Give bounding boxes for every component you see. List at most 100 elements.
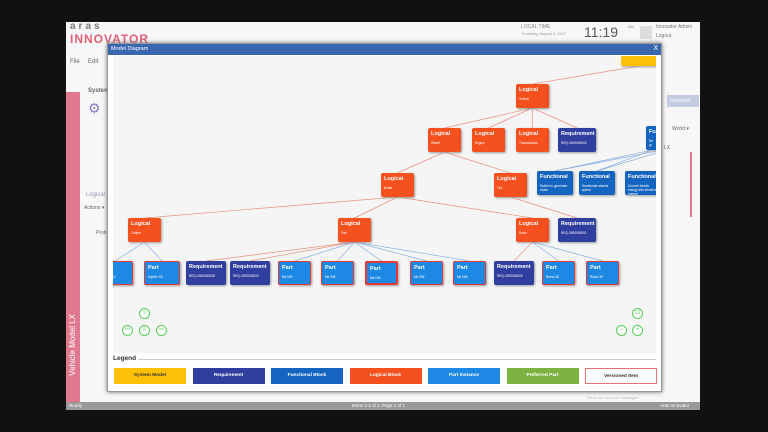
node-subtitle: Vehicle (519, 97, 530, 101)
node-title: Fu (649, 129, 656, 135)
node-subtitle: Mk 035 (325, 275, 336, 279)
zoom-out-icon[interactable]: − (616, 325, 627, 336)
legend-item: Preferred Part (506, 368, 579, 384)
logo-innovator: INNOVATOR (70, 32, 150, 46)
comment-button[interactable]: comment (667, 95, 699, 107)
dialog-title: Model Diagram (111, 46, 149, 52)
node-subtitle: Mk 045 (370, 276, 381, 280)
node-title: Part (457, 265, 468, 271)
pan-down-icon[interactable]: ⇩ (139, 325, 150, 336)
zoom-in-icon[interactable]: + (632, 325, 643, 336)
legend-title: Legend (113, 355, 137, 362)
node-title: Part (282, 265, 293, 271)
menu-file[interactable]: File (70, 59, 80, 65)
node-subtitle: Mk 025 (282, 275, 293, 279)
edge (444, 151, 511, 174)
messages-text: There are no more messages (586, 395, 639, 400)
node-title: Requirement (561, 221, 595, 227)
node-subtitle: Alphex X3 (113, 275, 116, 279)
user-name: Innovator Admin (656, 24, 693, 30)
node-subtitle: Rotor (519, 231, 527, 235)
node-title: Part (546, 265, 557, 271)
node-subtitle: Wheel (431, 141, 441, 145)
pan-left-icon[interactable]: ⇦ (122, 325, 133, 336)
node-title: Functional (582, 174, 610, 180)
edge (596, 149, 653, 172)
part-node[interactable]: Part Mk 035 (321, 261, 354, 285)
edge (354, 241, 382, 262)
edge (397, 151, 445, 174)
node-title: Logical (519, 131, 539, 137)
edge (444, 107, 533, 129)
edge (510, 196, 578, 219)
node-title: Requirement (189, 264, 223, 270)
close-button[interactable]: X (653, 45, 658, 52)
system-node[interactable] (621, 56, 656, 66)
pan-right-icon[interactable]: ⇨ (156, 325, 167, 336)
edge (554, 150, 656, 172)
column-header: Prob (96, 230, 107, 236)
node-subtitle: Pad (341, 231, 347, 235)
sidebar-title: Vehicle Model LX (68, 314, 77, 376)
node-subtitle: Rotus 25 (546, 275, 559, 279)
edge (114, 241, 145, 262)
part-node[interactable]: Part Mk 025 (278, 261, 311, 285)
node-subtitle: REQ-0000000010 (233, 274, 259, 278)
status-ready: Ready (69, 403, 83, 408)
node-title: Logical (341, 221, 361, 227)
node-subtitle: Convert kinetic energy into electrical e… (628, 184, 656, 195)
edge (354, 196, 398, 219)
dialog-titlebar[interactable]: Model Diagram X (108, 44, 661, 55)
world-menu[interactable]: World ▾ (672, 126, 689, 132)
legend-item: Part Instance (428, 368, 500, 384)
node-subtitle: REQ-0000000001 (561, 231, 587, 235)
node-title: Part (325, 265, 336, 271)
legend-item: Functional Block (271, 368, 343, 384)
menu-edit[interactable]: Edit (88, 59, 99, 65)
edge (488, 107, 533, 129)
node-title: Requirement (561, 131, 595, 137)
edge (596, 152, 656, 172)
edge (532, 241, 559, 262)
sidebar: Vehicle Model LX (66, 92, 80, 402)
actions-menu[interactable]: Actions ▾ (84, 205, 105, 211)
clock: 11:19 (584, 24, 618, 40)
node-title: Part (590, 265, 601, 271)
pan-up-icon[interactable]: ⇧ (139, 308, 150, 319)
edge (354, 241, 470, 262)
node-subtitle: Transmission (519, 141, 538, 145)
logout-link[interactable]: Logout (656, 33, 672, 39)
legend-item: Logical Block (349, 368, 422, 384)
node-title: Logical (131, 221, 151, 227)
fit-icon[interactable]: ⊡ (632, 308, 643, 319)
node-subtitle: Engine (475, 141, 485, 145)
logo: aras (70, 22, 103, 32)
